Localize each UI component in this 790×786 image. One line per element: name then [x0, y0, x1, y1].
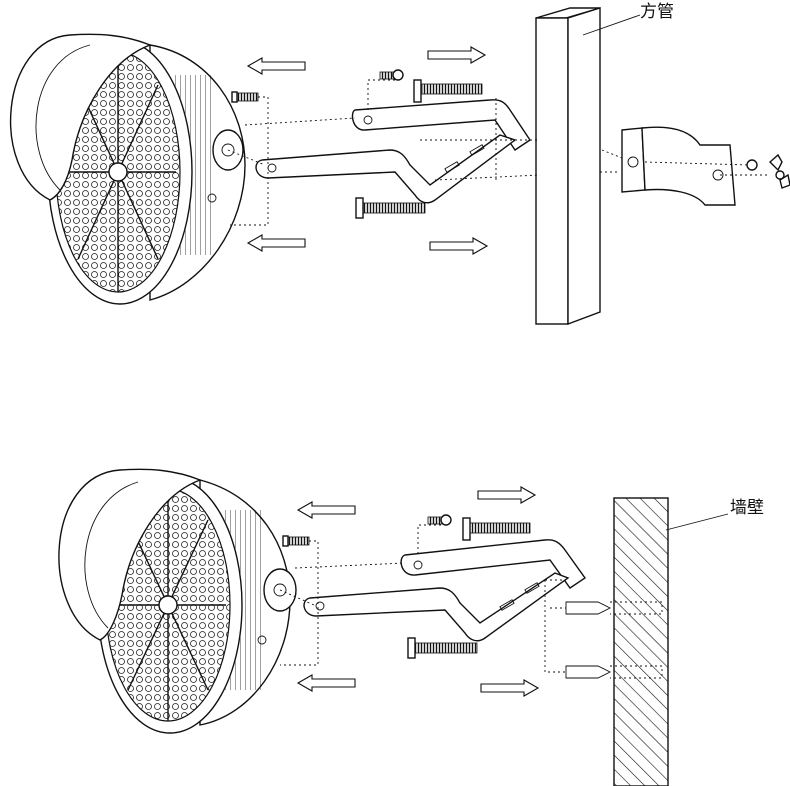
- arrow-left-icon: [246, 57, 306, 75]
- arrow-right-icon: [429, 237, 489, 255]
- bolt-icon: [407, 637, 478, 659]
- wall-anchor-icon: [565, 601, 612, 615]
- clamp-plate: [621, 126, 736, 206]
- arrow-right-icon: [477, 486, 537, 504]
- floodlight-icon: [58, 468, 297, 734]
- leader-line: [665, 513, 729, 531]
- square-tube: [535, 7, 641, 326]
- floodlight-icon: [10, 33, 246, 305]
- upper-bracket: [351, 79, 531, 151]
- square-tube-label: 方管: [640, 2, 674, 22]
- leader-line: [582, 14, 641, 36]
- lower-bracket: [303, 572, 570, 642]
- wall: [610, 497, 729, 786]
- arrow-left-icon: [296, 674, 356, 692]
- arrow-right-icon: [480, 679, 540, 697]
- arrow-right-icon: [427, 46, 487, 64]
- lower-bracket: [255, 134, 517, 204]
- square-tube-assembly: [10, 7, 790, 326]
- wall-anchor-icon: [565, 665, 612, 679]
- wall-assembly: [58, 468, 729, 786]
- screw-icon: [379, 69, 404, 81]
- screw-icon: [427, 514, 452, 526]
- alignment-lines: [279, 524, 566, 673]
- screw-icon: [282, 535, 310, 547]
- bolt-icon: [469, 522, 531, 534]
- wall-label: 墙壁: [730, 498, 764, 518]
- arrow-left-icon: [296, 501, 356, 519]
- bolt-icon: [421, 83, 483, 95]
- bolt-icon: [355, 197, 426, 219]
- alignment-lines: [227, 79, 770, 226]
- screw-icon: [231, 91, 259, 103]
- arrow-left-icon: [246, 234, 306, 252]
- wing-nut-icon: [746, 153, 790, 189]
